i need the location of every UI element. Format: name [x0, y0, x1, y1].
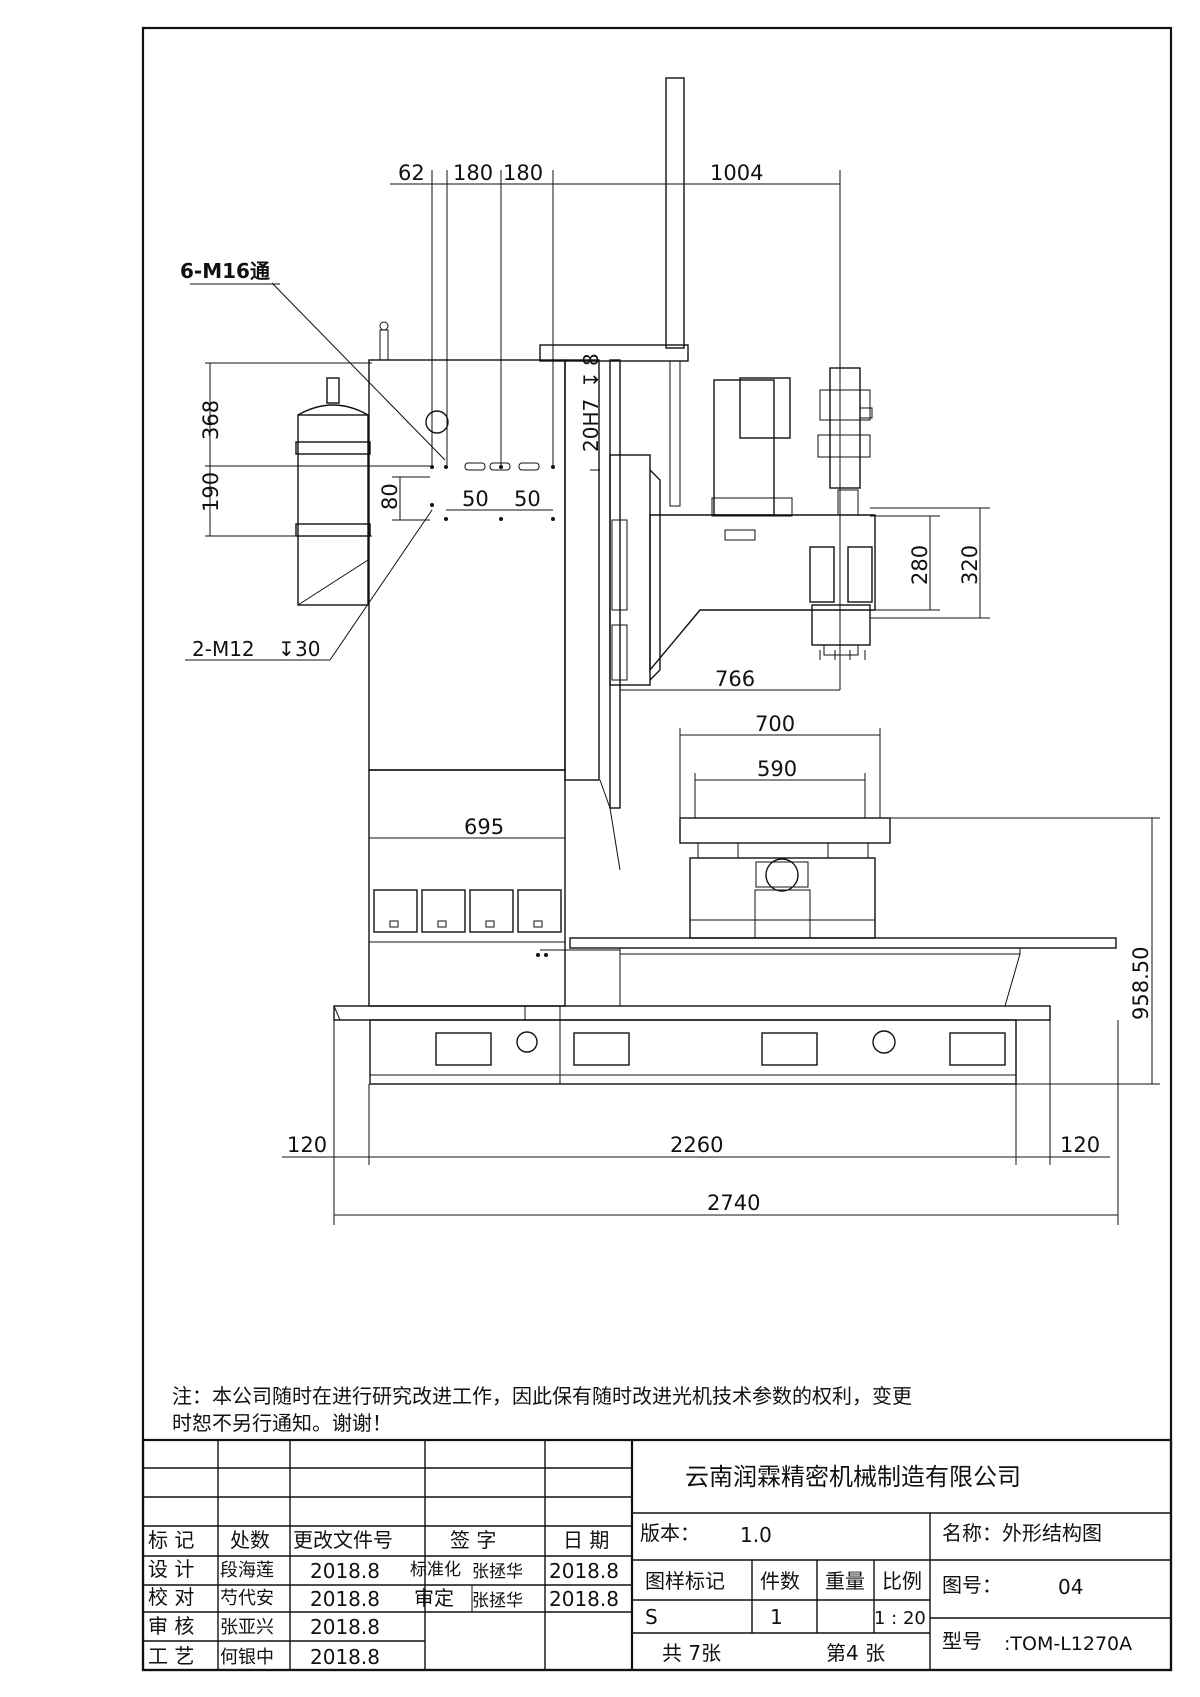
name-design: 段海莲 — [220, 1560, 274, 1581]
title-block: 云南润霖精密机械制造有限公司 标 记 处数 更改文件号 签 字 日 期 设 计 … — [141, 1438, 1173, 1672]
header-doc-no: 更改文件号 — [293, 1528, 393, 1552]
standardization-date: 2018.8 — [549, 1559, 619, 1583]
standardization-label: 标准化 — [410, 1560, 461, 1580]
dim-766: 766 — [715, 667, 755, 691]
role-proofread: 校 对 — [148, 1585, 194, 1609]
callout-2-m12-depth-symbol: ↧ — [278, 637, 295, 661]
dim-80: 80 — [378, 483, 402, 510]
dim-1004: 1004 — [710, 161, 763, 185]
dim-320: 320 — [958, 545, 982, 585]
drawing-no-label: 图号： — [942, 1573, 1002, 1597]
dim-2260: 2260 — [670, 1133, 723, 1157]
model-label: 型号 — [942, 1629, 982, 1653]
company-name: 云南润霖精密机械制造有限公司 — [685, 1463, 1021, 1491]
version-label: 版本： — [640, 1521, 700, 1545]
pattern-mark-label: 图样标记 — [645, 1569, 725, 1593]
date-process: 2018.8 — [310, 1645, 380, 1669]
name-review: 张亚兴 — [220, 1617, 274, 1638]
pieces-value: 1 — [770, 1605, 783, 1629]
approval-date: 2018.8 — [549, 1587, 619, 1611]
approval-name: 张拯华 — [472, 1591, 523, 1611]
date-review: 2018.8 — [310, 1615, 380, 1639]
dimension-labels: 62 180 180 1004 368 190 80 50 50 280 320… — [180, 161, 1153, 1215]
drawing-name: 名称：外形结构图 — [942, 1521, 1102, 1545]
role-design: 设 计 — [148, 1557, 194, 1581]
pattern-mark-value: S — [645, 1605, 658, 1629]
pieces-label: 件数 — [760, 1569, 800, 1593]
callout-20h7: 20H7 — [579, 399, 603, 452]
header-date: 日 期 — [563, 1528, 609, 1552]
machine-drawing — [295, 77, 1117, 1085]
dim-190: 190 — [199, 472, 223, 512]
dim-120-left: 120 — [287, 1133, 327, 1157]
version-value: 1.0 — [740, 1523, 772, 1547]
dim-180-b: 180 — [503, 161, 543, 185]
dimension-lines — [185, 170, 1160, 1225]
dim-695: 695 — [464, 815, 504, 839]
dim-62: 62 — [398, 161, 425, 185]
date-proofread: 2018.8 — [310, 1587, 380, 1611]
dim-180-a: 180 — [453, 161, 493, 185]
dim-280: 280 — [908, 545, 932, 585]
name-proofread: 芍代安 — [220, 1588, 274, 1609]
dim-120-right: 120 — [1060, 1133, 1100, 1157]
model-value: :TOM-L1270A — [1004, 1633, 1132, 1655]
approval-label: 审定 — [414, 1586, 454, 1610]
role-process: 工 艺 — [148, 1644, 194, 1668]
note-line-2: 时恕不另行通知。谢谢！ — [172, 1411, 392, 1435]
header-signature: 签 字 — [450, 1528, 496, 1552]
dim-50-a: 50 — [462, 487, 489, 511]
date-design: 2018.8 — [310, 1559, 380, 1583]
dim-368: 368 — [199, 400, 223, 440]
header-mark: 标 记 — [148, 1528, 194, 1552]
role-review: 审 核 — [148, 1614, 194, 1638]
callout-2-m12-depth: 30 — [295, 637, 320, 661]
scale-label: 比例 — [882, 1569, 922, 1593]
scale-value: 1 : 20 — [874, 1608, 926, 1629]
dim-700: 700 — [755, 712, 795, 736]
name-process: 何银中 — [220, 1647, 274, 1668]
standardization-name: 张拯华 — [472, 1562, 523, 1582]
weight-label: 重量 — [825, 1569, 865, 1593]
note-line-1: 注：本公司随时在进行研究改进工作，因此保有随时改进光机技术参数的权利，变更 — [172, 1384, 912, 1408]
total-sheets: 共 7张 — [662, 1641, 721, 1665]
sheet-number: 第4 张 — [826, 1641, 885, 1665]
callout-20h7-depth: 8 — [579, 353, 603, 366]
header-count: 处数 — [230, 1528, 270, 1552]
dim-958-50: 958.50 — [1129, 947, 1153, 1020]
callout-6-m16: 6-M16通 — [180, 259, 270, 283]
dim-590: 590 — [757, 757, 797, 781]
dim-50-b: 50 — [514, 487, 541, 511]
callout-20h7-depth-symbol: ↧ — [579, 371, 603, 388]
callout-2-m12: 2-M12 — [192, 637, 255, 661]
drawing-no-value: 04 — [1058, 1575, 1083, 1599]
revision-note: 注：本公司随时在进行研究改进工作，因此保有随时改进光机技术参数的权利，变更 时恕… — [172, 1384, 912, 1435]
dim-2740: 2740 — [707, 1191, 760, 1215]
